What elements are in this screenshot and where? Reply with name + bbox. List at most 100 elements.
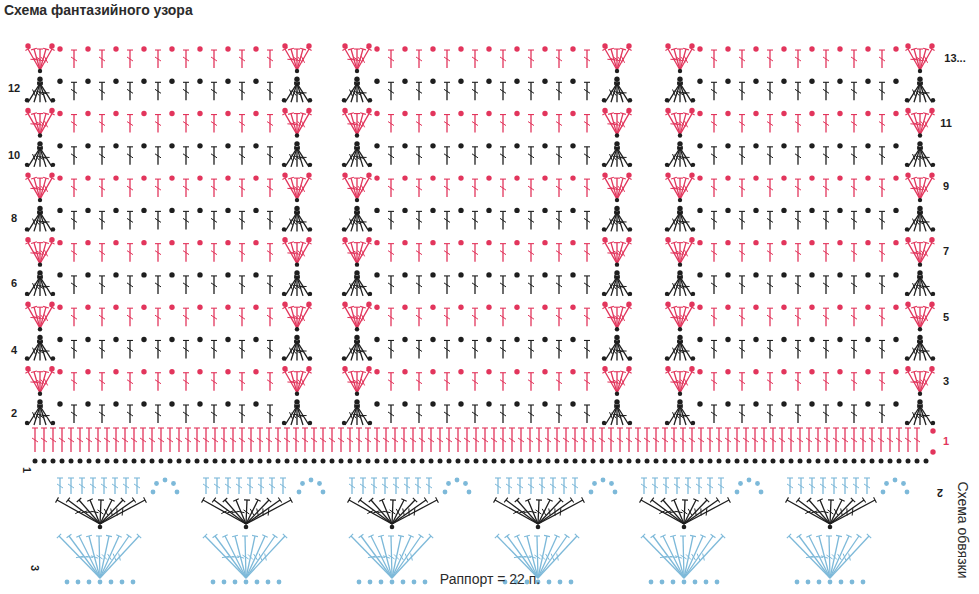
stitch-line [739,211,745,212]
stitch-line [683,177,689,179]
stitch-line [795,404,801,405]
stitch-line [354,146,359,149]
stitch-line [472,251,478,255]
chain-dot [141,143,146,148]
stitch-line [354,211,360,213]
stitch-line [388,243,394,244]
stitch-line [294,178,300,179]
chain-dot [929,366,934,371]
stitch-line [28,406,40,425]
chain-dot [38,327,42,331]
chain-dot [458,401,463,406]
stitch-line [739,315,745,319]
chain-dot [282,172,287,177]
chain-dot [295,198,299,202]
chain-dot [781,401,786,406]
chain-dot [753,208,758,213]
chain-dot [430,401,435,406]
chain-dot [49,366,54,371]
stitch-line [680,114,692,135]
stitch-line [617,178,629,199]
stitch-line [677,404,682,407]
stitch-line [357,277,369,296]
stitch-line [917,178,923,179]
stitch-line [239,114,245,115]
stitch-line [267,218,273,222]
stitch-line [767,404,773,405]
stitch-line [99,251,105,255]
chain-dot [929,301,934,306]
chain-dot [725,337,730,342]
stitch-line [908,212,920,231]
stitch-line [879,372,885,373]
chain-dot [602,366,607,371]
stitch-line [528,186,534,190]
chain-dot [25,227,29,231]
stitch-line [71,251,77,255]
stitch-line [37,341,43,343]
stitch-line [677,242,683,243]
stitch-line [267,315,273,319]
chain-dot [25,356,29,360]
chain-dot [905,237,910,242]
chain-dot [514,111,519,116]
chain-dot [282,356,286,360]
chain-dot [294,399,299,404]
stitch-line [472,315,478,319]
stitch-line [879,404,885,405]
stitch-line [739,179,745,180]
stitch-line [795,372,801,373]
stitch-line [584,275,590,276]
chain-dot [753,111,758,116]
stitch-line [917,341,923,343]
chain-dot [753,337,758,342]
chain-dot [725,143,730,148]
stitch-line [556,308,562,309]
stitch-line [923,371,929,373]
stitch-line [879,251,885,255]
chain-dot [626,237,631,242]
stitch-line [99,275,105,276]
chain-dot [697,304,702,309]
chain-dot [458,337,463,342]
stitch-line [354,178,360,179]
chain-dot [809,304,814,309]
stitch-line [71,340,77,341]
stitch-line [444,347,450,351]
chain-dot [294,335,299,340]
chain-dot [368,292,372,296]
stitch-line [711,340,717,341]
stitch-line [267,211,273,212]
stitch-line [267,308,273,309]
stitch-line [99,114,105,115]
chain-dot [368,163,372,167]
stitch-line [500,218,506,222]
chain-dot [342,421,346,425]
chain-dot [809,272,814,277]
chain-dot [225,143,230,148]
stitch-line [739,186,745,190]
chain-dot [905,227,909,231]
stitch-line [99,211,105,212]
stitch-line [388,308,394,309]
stitch-line [500,179,506,180]
stitch-line [621,185,624,191]
stitch-line [671,177,677,179]
chain-dot [169,208,174,213]
stitch-line [155,315,161,319]
chain-dot [402,240,407,245]
stitch-line [211,404,217,405]
stitch-line [795,315,801,319]
chain-dot [430,272,435,277]
chain-dot [514,369,519,374]
chain-dot [809,208,814,213]
stitch-line [294,146,299,149]
chain-dot [225,175,230,180]
stitch-line [682,415,689,416]
chain-dot [918,262,922,266]
chain-dot [295,133,299,137]
stitch-line [285,372,297,393]
chain-dot [57,401,62,406]
chain-dot [486,208,491,213]
chain-dot [402,143,407,148]
